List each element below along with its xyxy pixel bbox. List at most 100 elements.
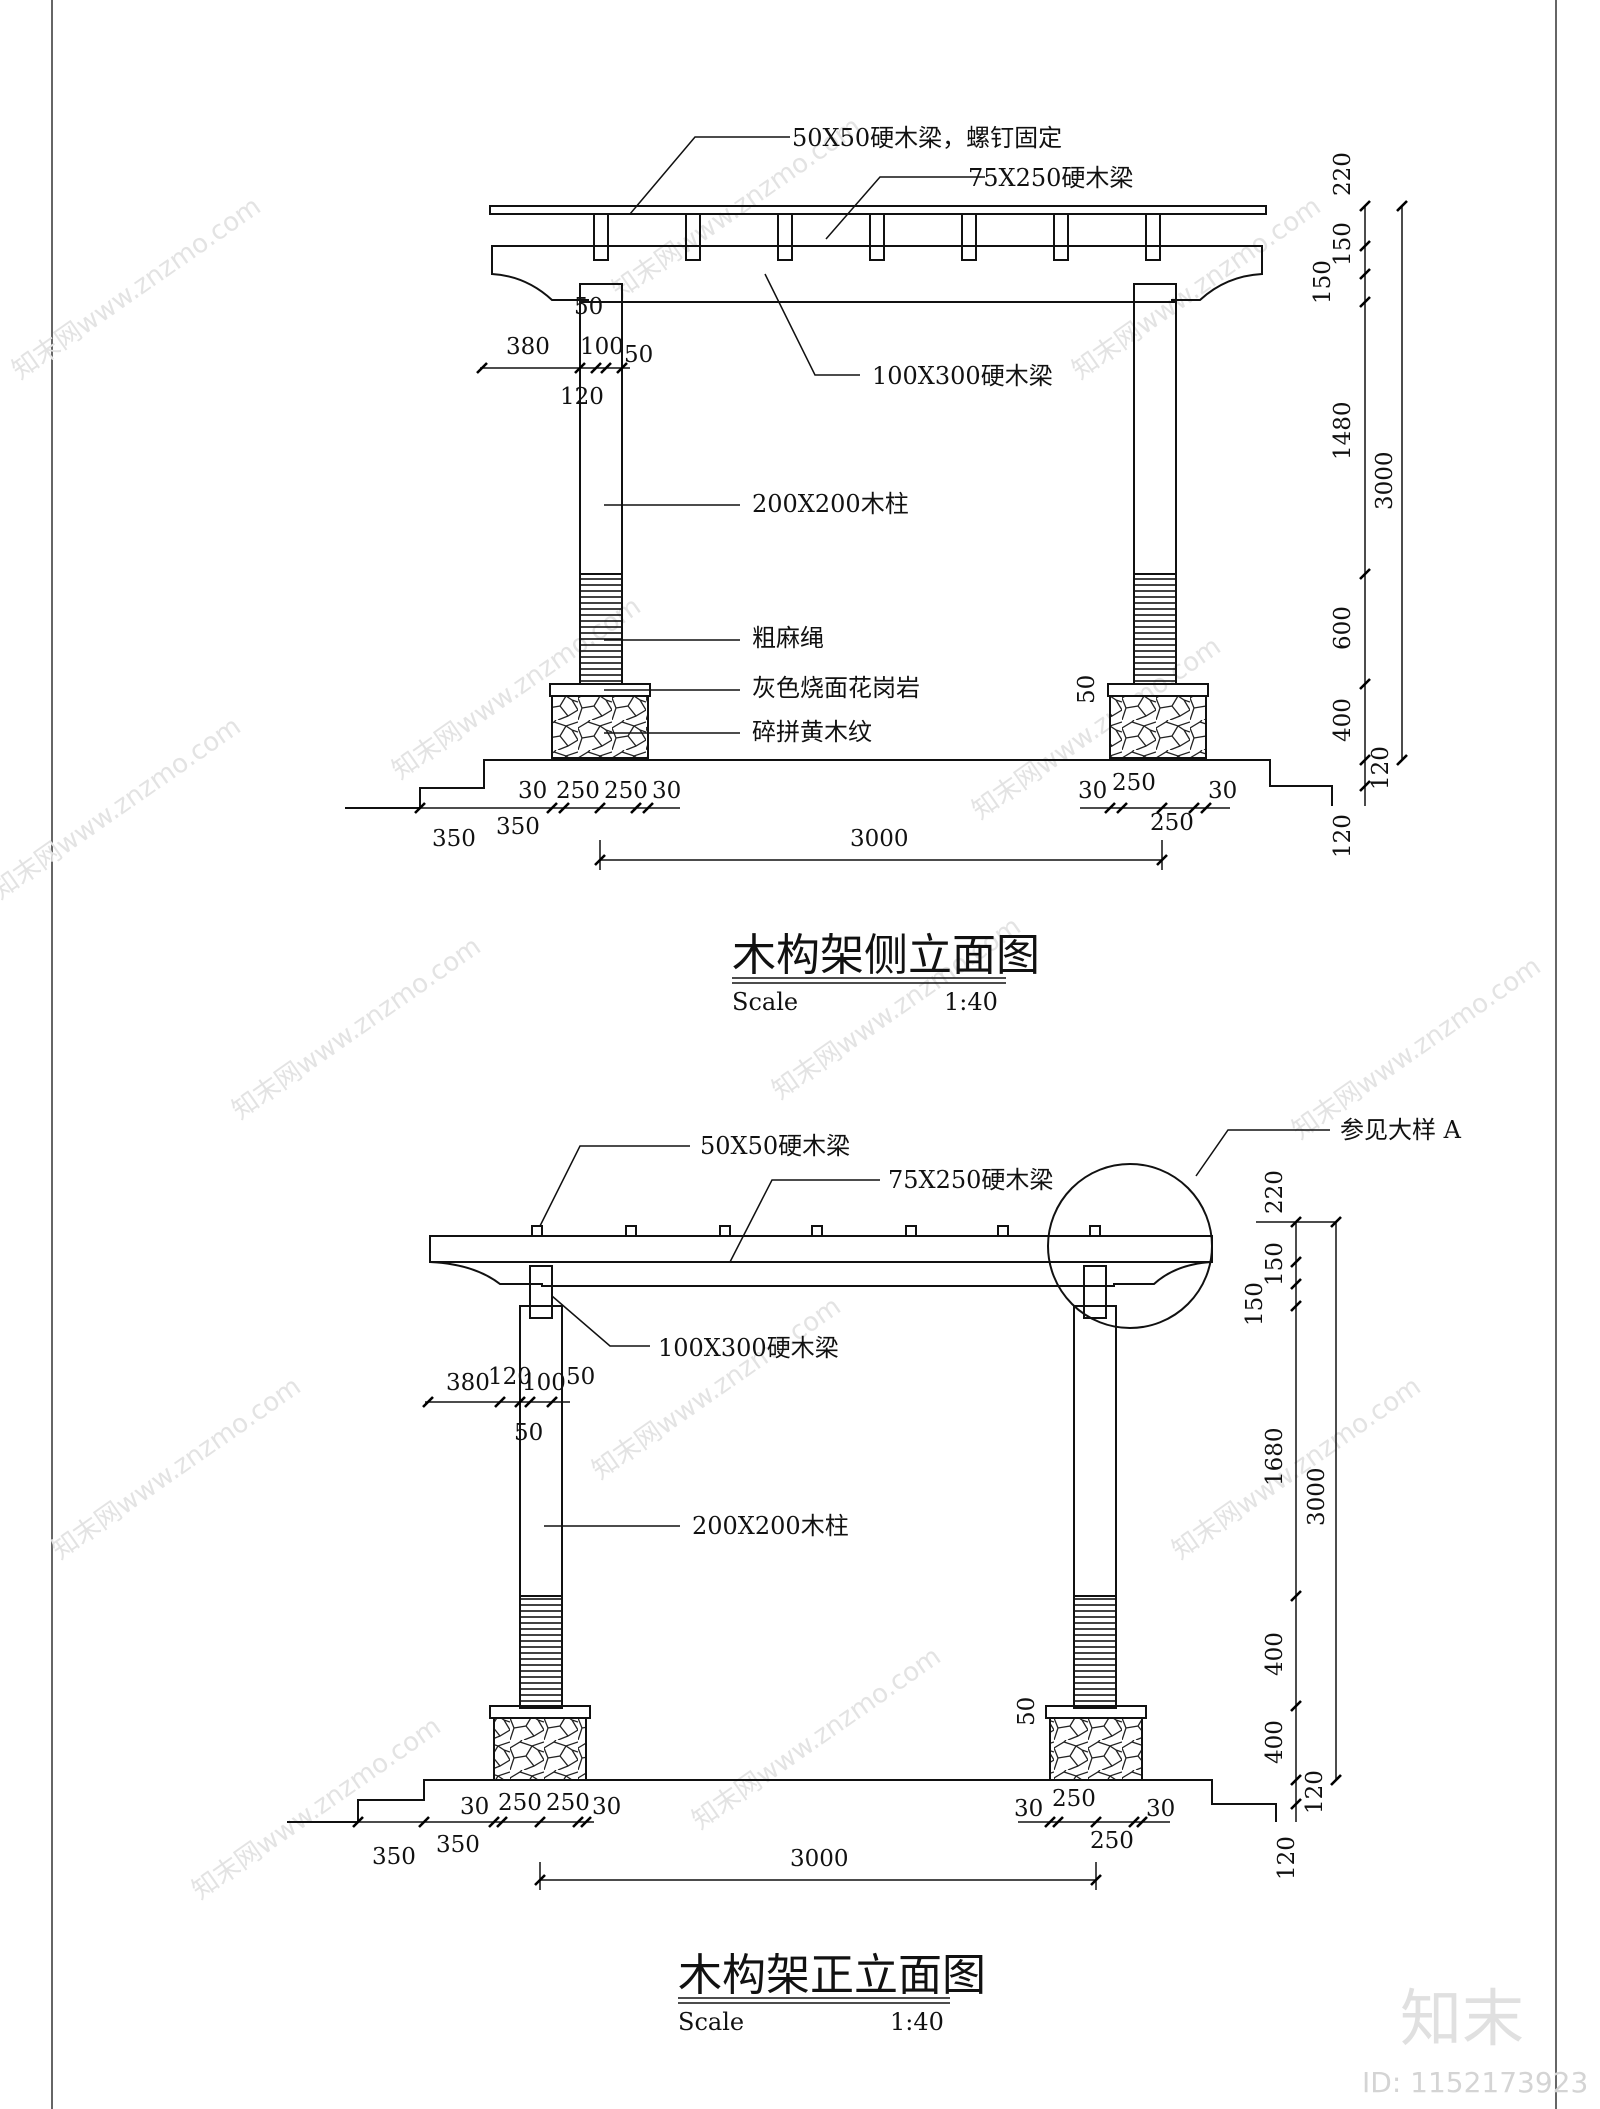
side-dim-b-10: 250 <box>1150 810 1194 836</box>
side-dim-r-9: 120 <box>1330 814 1356 858</box>
front-dim-b-1: 30 <box>460 1794 489 1820</box>
side-label-purlin: 50X50硬木梁，螺钉固定 <box>792 124 1062 152</box>
side-dim-b-4: 30 <box>652 778 681 804</box>
side-labels: 50X50硬木梁，螺钉固定 75X250硬木梁 100X300硬木梁 200X2… <box>432 124 1398 1016</box>
watermark-text: 知末网www.znzmo.com <box>0 711 247 905</box>
side-dim-top-3: 50 <box>624 342 653 368</box>
side-dim-top-1: 380 <box>506 334 550 360</box>
front-stone-left <box>493 1717 587 1781</box>
front-detail-circle <box>1047 1163 1213 1329</box>
side-dim-top-4: 120 <box>560 384 604 410</box>
side-dim-b-9: 250 <box>1112 770 1156 796</box>
front-rope-right <box>1073 1595 1117 1709</box>
front-dim-r-6: 400 <box>1262 1632 1288 1676</box>
front-label-detail: 参见大样 A <box>1340 1116 1462 1144</box>
side-scale-label: Scale <box>732 988 798 1016</box>
side-dim-top-5: 50 <box>574 294 603 320</box>
front-dim-b-6: 350 <box>436 1832 480 1858</box>
side-dim-b-12: 50 <box>1074 675 1100 704</box>
front-dim-b-12: 50 <box>1014 1697 1040 1726</box>
side-label-stone: 碎拼黄木纹 <box>752 718 872 746</box>
side-dim-b-2: 250 <box>556 778 600 804</box>
side-dim-r-4: 1480 <box>1330 401 1356 460</box>
side-scale-value: 1:40 <box>944 988 998 1016</box>
side-dim-b-6: 350 <box>496 814 540 840</box>
side-dim-r-8: 120 <box>1368 746 1394 790</box>
front-dim-b-4: 30 <box>592 1794 621 1820</box>
front-purlin-nubs <box>531 1225 1101 1237</box>
front-post-left <box>519 1305 563 1597</box>
side-dim-r-3: 150 <box>1310 260 1336 304</box>
front-dim-r-9: 120 <box>1274 1836 1300 1880</box>
front-stone-right <box>1049 1717 1143 1781</box>
side-label-rope: 粗麻绳 <box>752 624 824 652</box>
side-dim-b-11: 30 <box>1208 778 1237 804</box>
front-dim-r-1: 220 <box>1262 1170 1288 1214</box>
side-dim-r-7: 400 <box>1330 698 1356 742</box>
side-post-left <box>579 283 623 575</box>
side-rope-right <box>1133 573 1177 685</box>
watermark-text: 知末网www.znzmo.com <box>7 191 267 385</box>
front-scale-label: Scale <box>678 2008 744 2036</box>
side-label-rafter: 75X250硬木梁 <box>968 164 1133 192</box>
front-scale-value: 1:40 <box>890 2008 944 2036</box>
watermark-text: 知末网www.znzmo.com <box>687 1641 947 1835</box>
side-ground <box>345 759 1333 809</box>
front-dim-r-3: 150 <box>1242 1282 1268 1326</box>
watermark-text: 知末网www.znzmo.com <box>187 1711 447 1905</box>
front-dim-b-2: 250 <box>498 1790 542 1816</box>
front-label-beam: 100X300硬木梁 <box>658 1334 839 1362</box>
front-label-rafter: 75X250硬木梁 <box>888 1166 1053 1194</box>
front-dim-b-5: 350 <box>372 1844 416 1870</box>
watermark-text: 知末网www.znzmo.com <box>1067 191 1327 385</box>
side-dim-top-2: 100 <box>580 334 624 360</box>
side-label-beam: 100X300硬木梁 <box>872 362 1053 390</box>
front-dim-b-10: 250 <box>1090 1828 1134 1854</box>
front-dim-b-11: 30 <box>1146 1796 1175 1822</box>
front-beam-block-left <box>529 1265 553 1319</box>
watermark-text: 知末网www.znzmo.com <box>587 1291 847 1485</box>
front-beam-block-right <box>1083 1265 1107 1319</box>
side-purlin-board <box>489 205 1267 215</box>
side-dim-b-3: 250 <box>604 778 648 804</box>
front-post-right <box>1073 1305 1117 1597</box>
front-dim-b-7: 3000 <box>790 1846 849 1872</box>
front-dim-top-4: 50 <box>566 1364 595 1390</box>
front-dim-top-1: 380 <box>446 1370 490 1396</box>
side-label-post: 200X200木柱 <box>752 490 909 518</box>
watermark-text: 知末网www.znzmo.com <box>227 931 487 1125</box>
side-dim-r-5: 3000 <box>1372 451 1398 510</box>
watermark-text: 知末网www.znzmo.com <box>47 1371 307 1565</box>
front-dim-b-3: 250 <box>546 1790 590 1816</box>
front-dim-r-5: 3000 <box>1304 1467 1330 1526</box>
side-title: 木构架侧立面图 <box>732 930 1040 981</box>
side-rafter-blocks <box>593 213 1161 261</box>
side-label-cap: 灰色烧面花岗岩 <box>752 674 920 702</box>
side-dim-b-8: 30 <box>1078 778 1107 804</box>
brand-logo: 知末 <box>1400 1982 1524 2055</box>
front-dim-top-5: 50 <box>514 1420 543 1446</box>
image-id: ID: 1152173923 <box>1362 2066 1588 2099</box>
front-label-post: 200X200木柱 <box>692 1512 849 1540</box>
front-dim-top-2: 120 <box>488 1364 532 1390</box>
side-elevation <box>345 136 1403 984</box>
front-elevation <box>287 1129 1337 2004</box>
side-stone-left <box>551 695 649 759</box>
side-dim-r-6: 600 <box>1330 606 1356 650</box>
front-main-beam <box>429 1235 1213 1287</box>
front-dim-r-7: 400 <box>1262 1720 1288 1764</box>
side-rope-left <box>579 573 623 685</box>
front-dim-b-8: 30 <box>1014 1796 1043 1822</box>
front-label-purlin: 50X50硬木梁 <box>700 1132 850 1160</box>
front-labels: 50X50硬木梁 75X250硬木梁 100X300硬木梁 200X200木柱 … <box>372 1116 1462 2036</box>
side-dim-b-7: 3000 <box>850 826 909 852</box>
front-dim-top-3: 100 <box>522 1370 566 1396</box>
side-stone-right <box>1109 695 1207 759</box>
front-dim-r-2: 150 <box>1262 1242 1288 1286</box>
front-ground <box>287 1779 1277 1823</box>
front-title: 木构架正立面图 <box>678 1950 986 2001</box>
front-rope-left <box>519 1595 563 1709</box>
front-dim-b-9: 250 <box>1052 1786 1096 1812</box>
side-dim-b-5: 350 <box>432 826 476 852</box>
